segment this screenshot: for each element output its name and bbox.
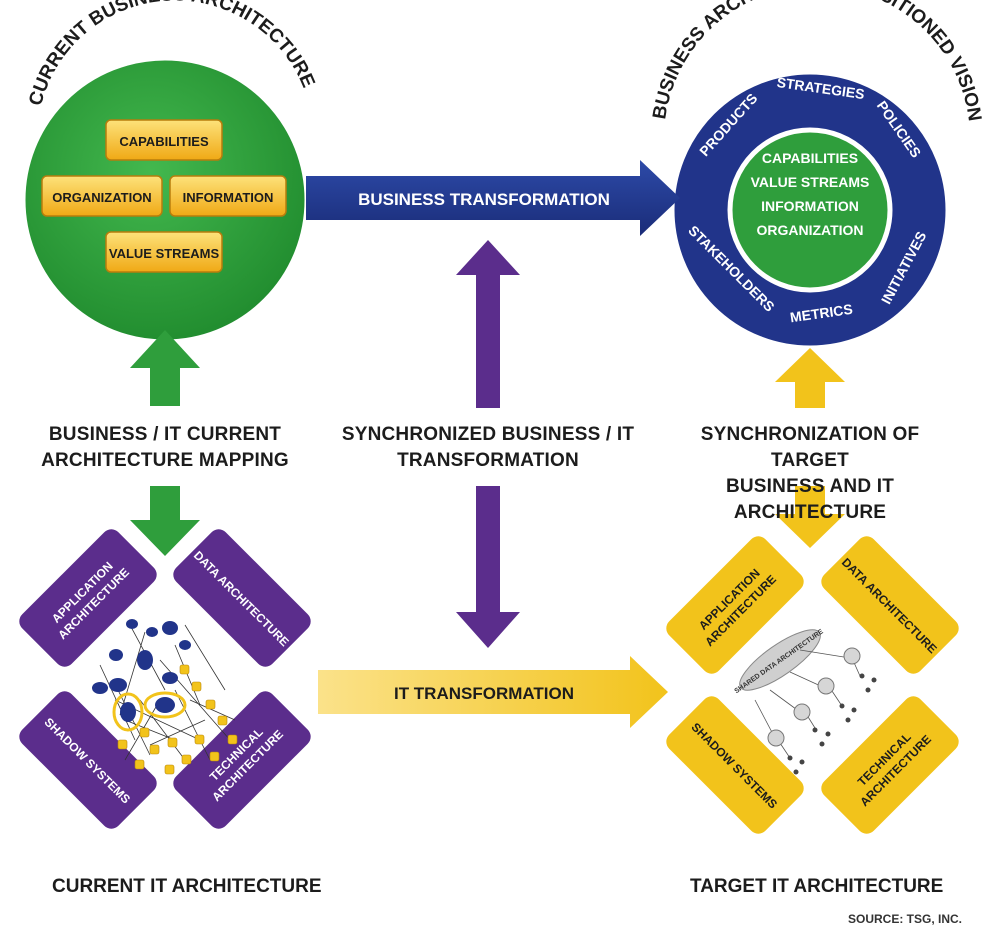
mapping-arrows: [130, 330, 200, 556]
navy-nodes: [92, 619, 191, 722]
current-app-tile: APPLICATION ARCHITECTURE: [19, 529, 157, 667]
green-arrow-down: [130, 486, 200, 556]
sync-double-arrow: [456, 240, 520, 648]
svg-text:VALUE STREAMS: VALUE STREAMS: [109, 246, 220, 261]
target-it-title: TARGET IT ARCHITECTURE: [690, 876, 944, 897]
business-box-information: INFORMATION: [169, 175, 287, 217]
core-information: INFORMATION: [761, 198, 859, 214]
core-capabilities: CAPABILITIES: [762, 150, 858, 166]
positioned-vision: BUSINESS ARCHITECTURE POSITIONED VISION …: [649, 0, 985, 351]
purple-arrow-up: [456, 240, 520, 408]
business-box-capabilities: CAPABILITIES: [105, 119, 223, 161]
business-box-value-streams: VALUE STREAMS: [105, 231, 223, 273]
it-transformation-label: IT TRANSFORMATION: [394, 684, 574, 703]
sync-label: SYNCHRONIZED BUSINESS / IT TRANSFORMATIO…: [341, 424, 635, 471]
vision-core: [727, 127, 893, 293]
svg-text:CAPABILITIES: CAPABILITIES: [119, 134, 209, 149]
it-transformation-arrow: IT TRANSFORMATION: [318, 656, 668, 728]
gold-arrow-up: [775, 348, 845, 408]
current-it-title: CURRENT IT ARCHITECTURE: [52, 876, 322, 897]
target-it-architecture: APPLICATION ARCHITECTURE DATA ARCHITECTU…: [666, 536, 959, 834]
gold-arrow-down: [775, 486, 845, 548]
target-tech-tile: TECHNICAL ARCHITECTURE: [821, 696, 959, 834]
target-shadow-tile: SHADOW SYSTEMS: [666, 696, 804, 834]
business-transformation-arrow: BUSINESS TRANSFORMATION: [306, 160, 680, 236]
current-business-architecture: CURRENT BUSINESS ARCHITECTURE CAPABILITI…: [20, 0, 319, 345]
structured-nodes: [767, 647, 861, 747]
target-sync-label: SYNCHRONIZATION OF TARGET BUSINESS AND I…: [700, 424, 920, 523]
green-arrow-up: [130, 330, 200, 406]
current-it-architecture: APPLICATION ARCHITECTURE DATA ARCHITECTU…: [19, 529, 311, 829]
core-value-streams: VALUE STREAMS: [751, 174, 870, 190]
source-credit: SOURCE: TSG, INC.: [847, 912, 962, 926]
current-data-tile: DATA ARCHITECTURE: [173, 529, 311, 667]
business-transformation-label: BUSINESS TRANSFORMATION: [358, 190, 610, 209]
svg-text:ORGANIZATION: ORGANIZATION: [52, 190, 151, 205]
target-sync-arrows: [775, 348, 845, 548]
purple-arrow-down: [456, 486, 520, 648]
svg-text:INFORMATION: INFORMATION: [183, 190, 274, 205]
mapping-label: BUSINESS / IT CURRENT ARCHITECTURE MAPPI…: [41, 424, 289, 471]
leaf-nodes: [787, 673, 877, 775]
target-app-tile: APPLICATION ARCHITECTURE: [666, 536, 804, 674]
structured-links: [754, 649, 861, 759]
core-organization: ORGANIZATION: [756, 222, 863, 238]
gold-nodes: [112, 664, 238, 775]
business-box-organization: ORGANIZATION: [41, 175, 163, 217]
